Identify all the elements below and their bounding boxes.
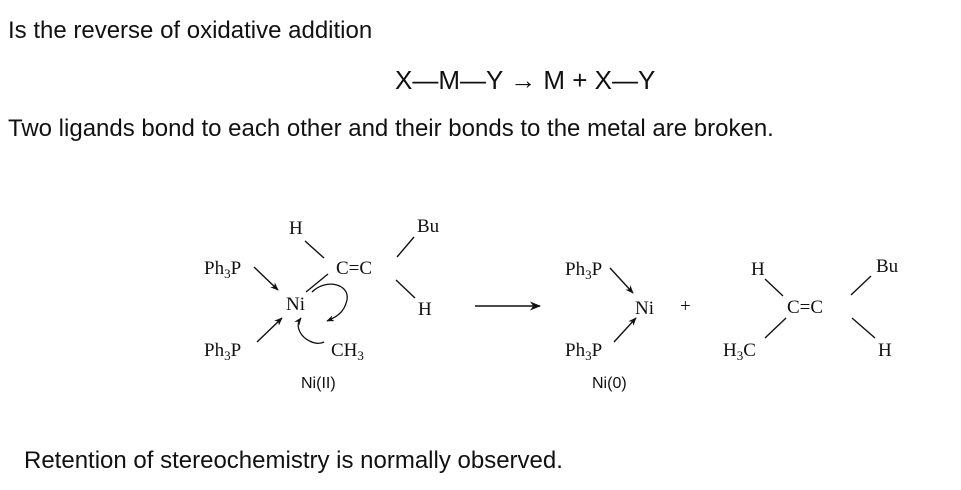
product-ligand-top: Ph3P (565, 259, 602, 282)
curly-arrow-methyl-to-ni (294, 317, 325, 344)
dative-bond-top (253, 266, 279, 291)
alkene-h-right: H (878, 340, 892, 361)
product-oxidation-state: Ni(0) (592, 375, 627, 392)
bond-h-c (304, 240, 325, 259)
reductive-elimination-equation: X—M—Y → M + X—Y (395, 65, 656, 95)
intro-text: Is the reverse of oxidative addition (8, 17, 373, 44)
reactant-h-right: H (418, 299, 432, 320)
product-metal-ni: Ni (635, 298, 654, 319)
plus-sign: + (680, 296, 691, 317)
reactant-metal-ni: Ni (286, 294, 305, 315)
bond-c-h (395, 279, 416, 299)
product-ligand-bottom: Ph3P (565, 340, 602, 363)
product-dative-bond-top (609, 267, 634, 294)
reactant-oxidation-state: Ni(II) (301, 375, 336, 392)
reactant-ligand-top: Ph3P (204, 258, 241, 281)
curly-arrow-bond-to-methyl (311, 283, 348, 322)
alkene-bond-bu (850, 275, 872, 296)
bond-ni-c (305, 273, 329, 293)
product-complex: Ph3P Ph3P Ni Ni(0) (565, 259, 654, 392)
alkene-bu: Bu (876, 256, 899, 277)
alkene-bond-methyl (764, 317, 787, 339)
alkene-methyl: H3C (723, 340, 756, 363)
alkene-h-top: H (751, 259, 765, 280)
product-dative-bond-bottom (613, 317, 637, 343)
alkene-cc: C=C (787, 297, 823, 318)
reactant-alkene: C=C (336, 258, 372, 279)
product-alkene: H Bu C=C H3C H (723, 256, 899, 363)
conclusion-text: Retention of stereochemistry is normally… (24, 447, 563, 474)
reactant-methyl: CH3 (331, 340, 364, 363)
reactant-bu: Bu (417, 216, 440, 237)
bond-c-bu (396, 236, 415, 258)
dative-bond-bottom (256, 317, 283, 343)
reactant-ligand-bottom: Ph3P (204, 340, 241, 363)
reactant-h-top: H (289, 218, 303, 239)
alkene-bond-h (764, 278, 784, 297)
reactant-complex: Ph3P Ph3P Ni C=C H Bu H CH3 Ni(II) (204, 216, 440, 392)
definition-text: Two ligands bond to each other and their… (8, 115, 774, 142)
alkene-bond-h-right (851, 317, 876, 339)
